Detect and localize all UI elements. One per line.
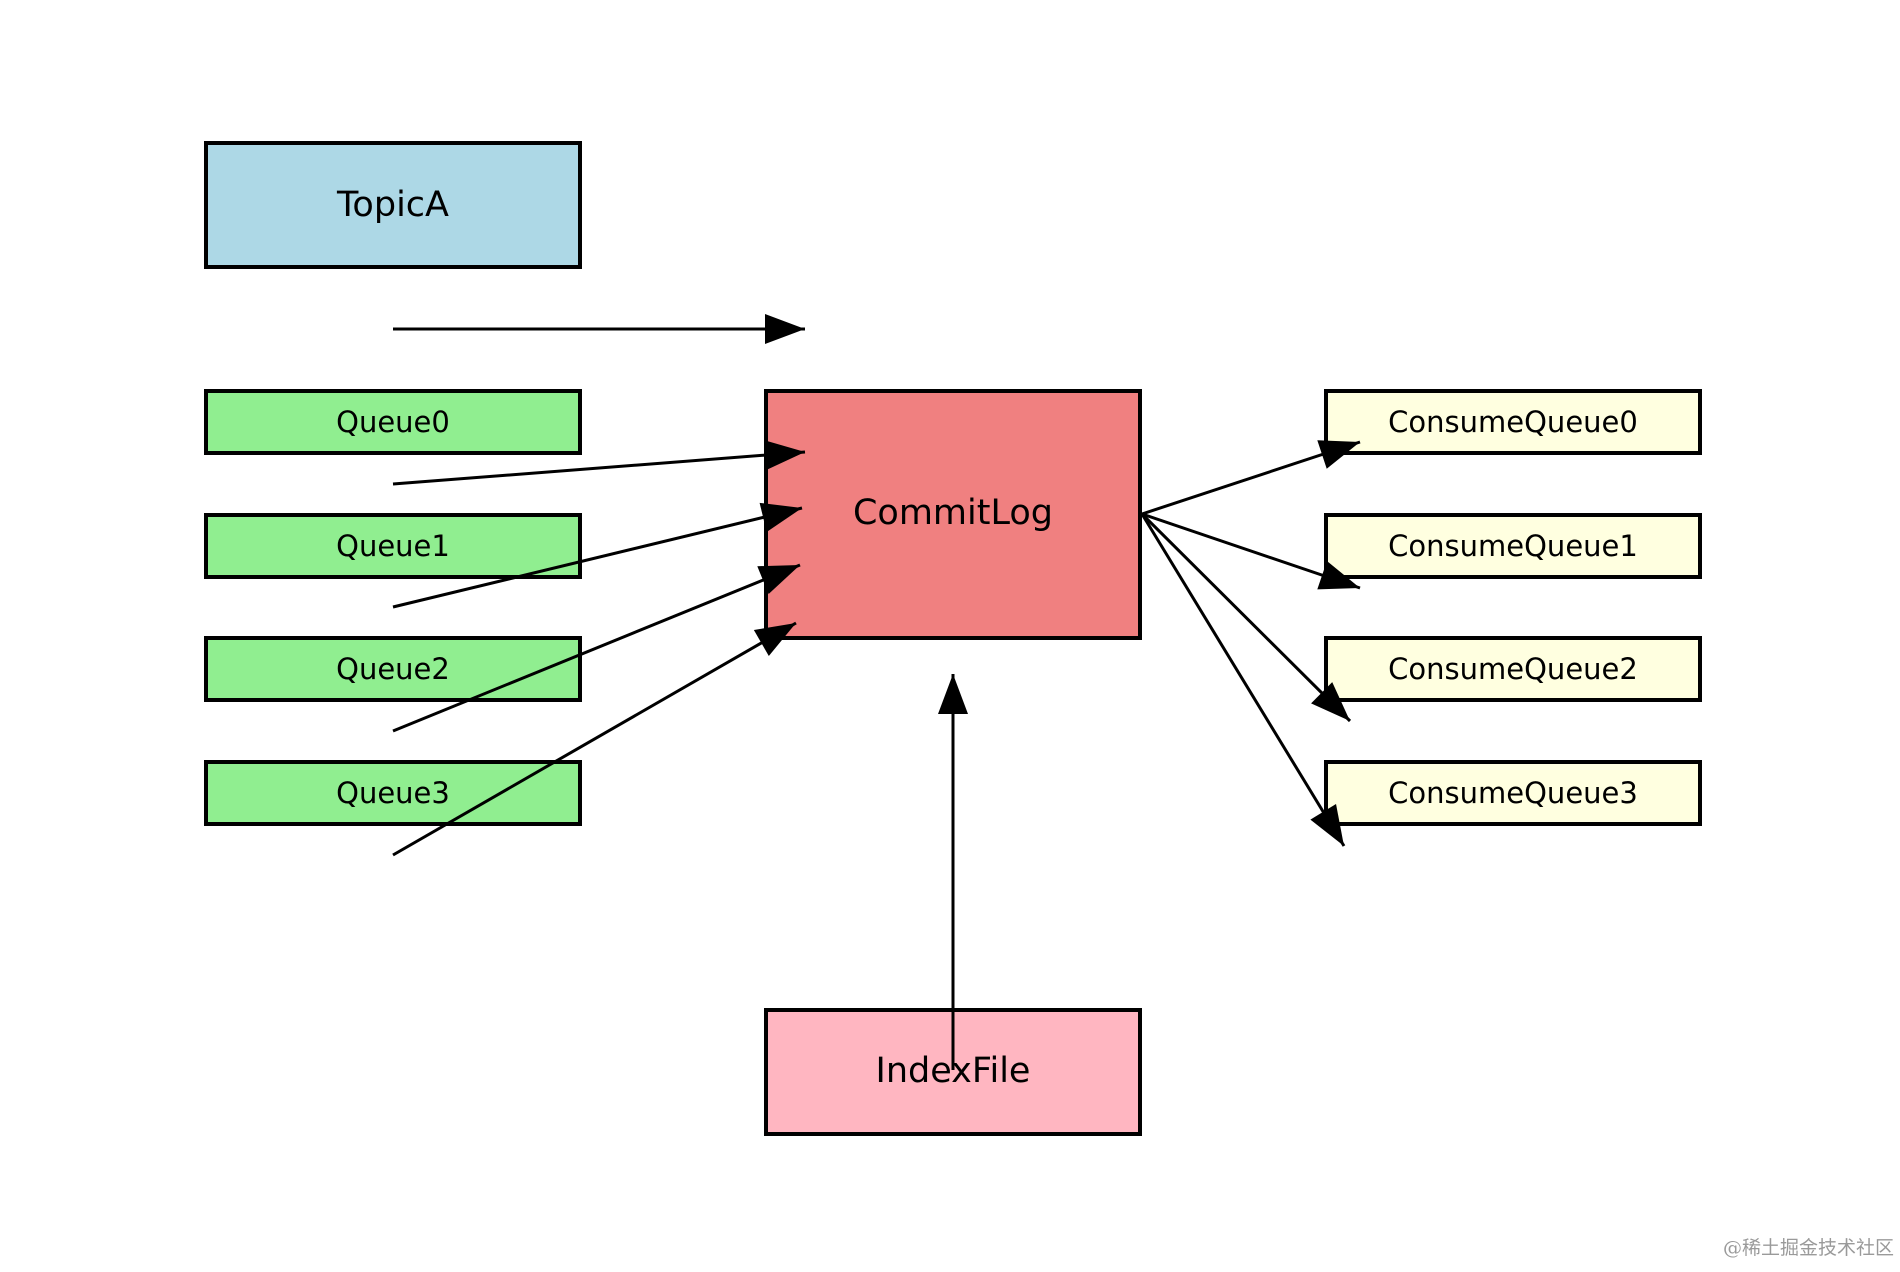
- watermark: @稀土掘金技术社区: [1722, 1237, 1894, 1259]
- edge-line: [1140, 512, 1352, 723]
- edge-commitlog-to-consume-queue1: [1141, 512, 1361, 590]
- edge-line: [392, 450, 806, 486]
- consume-queue-label-0: ConsumeQueue0: [1388, 405, 1638, 439]
- topic-label: TopicA: [336, 185, 449, 225]
- edge-line: [392, 563, 801, 733]
- commitlog-node: CommitLog: [764, 389, 1142, 640]
- consume-queue-label-1: ConsumeQueue1: [1388, 529, 1638, 563]
- consume-queue-node-2: ConsumeQueue2: [1324, 636, 1702, 702]
- consume-queue-label-3: ConsumeQueue3: [1388, 776, 1638, 810]
- edge-commitlog-to-consume-queue2: [1140, 512, 1352, 723]
- edge-line: [392, 506, 803, 609]
- queue-label-0: Queue0: [336, 405, 450, 439]
- arrowhead: [765, 314, 805, 344]
- consume-queue-node-3: ConsumeQueue3: [1324, 760, 1702, 826]
- consume-queue-label-2: ConsumeQueue2: [1388, 652, 1638, 686]
- edge-commitlog-to-consume-queue3: [1140, 513, 1346, 847]
- queue-label-1: Queue1: [336, 529, 450, 563]
- edges-layer: [392, 314, 1361, 1070]
- edge-topic-to-commitlog: [393, 314, 805, 344]
- arrowhead: [759, 502, 802, 532]
- edge-commitlog-to-consume-queue0: [1141, 440, 1361, 516]
- arrowhead: [1317, 440, 1360, 469]
- arrowhead: [753, 623, 796, 656]
- arrowhead: [757, 565, 800, 594]
- edge-line: [1140, 513, 1346, 847]
- queue-node-2: Queue2: [204, 636, 582, 702]
- arrowhead: [1311, 682, 1350, 721]
- edge-queue3-to-commitlog: [392, 621, 797, 857]
- queue-node-3: Queue3: [204, 760, 582, 826]
- commitlog-label: CommitLog: [853, 493, 1053, 533]
- consume-queue-node-0: ConsumeQueue0: [1324, 389, 1702, 455]
- edge-indexfile-to-commitlog: [938, 674, 968, 1070]
- arrowhead: [763, 440, 805, 471]
- queue-label-2: Queue2: [336, 652, 450, 686]
- edge-queue1-to-commitlog: [392, 502, 803, 609]
- queue-node-0: Queue0: [204, 389, 582, 455]
- edge-line: [392, 621, 797, 857]
- edge-queue0-to-commitlog: [392, 440, 806, 486]
- arrowhead: [1317, 560, 1360, 590]
- consume-queue-node-1: ConsumeQueue1: [1324, 513, 1702, 579]
- topic-node: TopicA: [204, 141, 582, 269]
- queue-label-3: Queue3: [336, 776, 450, 810]
- arrowhead: [938, 674, 968, 714]
- queue-node-1: Queue1: [204, 513, 582, 579]
- arrowhead: [1310, 804, 1344, 846]
- edge-queue2-to-commitlog: [392, 563, 801, 733]
